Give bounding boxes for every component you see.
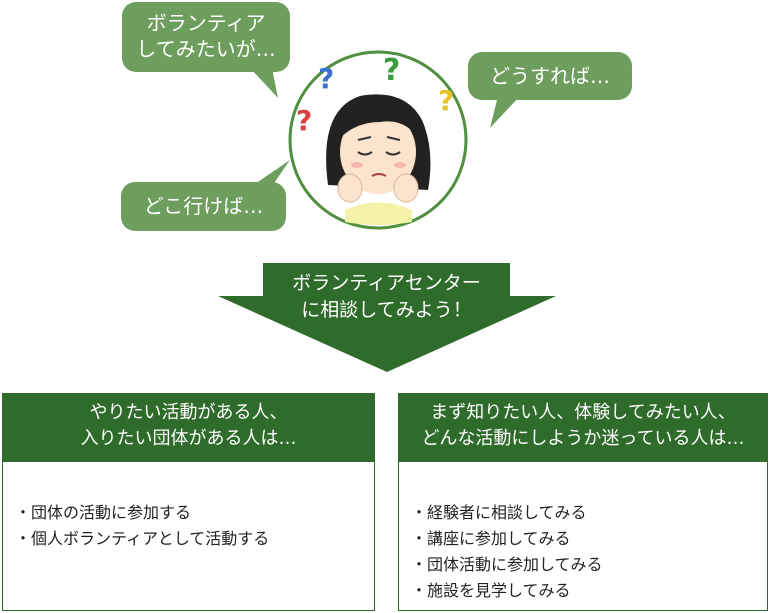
list-item: 講座に参加してみる <box>411 526 603 552</box>
left-panel-header-line-1: やりたい活動がある人、 <box>89 402 288 423</box>
question-mark-red-icon: ? <box>296 104 312 137</box>
right-panel-header: まず知りたい人、体験してみたい人、 どんな活動にしようか迷っている人は… <box>399 394 767 462</box>
main-arrow-text: ボランティアセンター に相談してみよう！ <box>263 270 510 324</box>
right-panel: まず知りたい人、体験してみたい人、 どんな活動にしようか迷っている人は… 経験者… <box>398 393 768 611</box>
left-panel-header: やりたい活動がある人、 入りたい団体がある人は… <box>3 394 374 462</box>
left-panel: やりたい活動がある人、 入りたい団体がある人は… 団体の活動に参加する 個人ボラ… <box>2 393 375 611</box>
speech-bubble-top-left <box>122 2 290 98</box>
left-panel-header-line-2: 入りたい団体がある人は… <box>80 428 297 449</box>
main-arrow-line-1: ボランティアセンター <box>292 272 481 294</box>
question-mark-green-icon: ? <box>383 53 400 88</box>
list-item: 個人ボランティアとして活動する <box>15 526 269 552</box>
bubble-bottom-left-text: どこ行けば… <box>143 194 264 218</box>
right-panel-header-line-2: どんな活動にしようか迷っている人は… <box>421 428 745 449</box>
worried-girl-illustration <box>288 50 468 230</box>
right-panel-list: 経験者に相談してみる 講座に参加してみる 団体活動に参加してみる 施設を見学して… <box>411 500 603 604</box>
list-item: 施設を見学してみる <box>411 578 603 604</box>
question-mark-yellow-icon: ? <box>438 84 454 117</box>
list-item: 経験者に相談してみる <box>411 500 603 526</box>
list-item: 団体活動に参加してみる <box>411 552 603 578</box>
bubble-right-text: どうすれば… <box>490 64 610 88</box>
bubble-top-left-line-2: してみたいが… <box>136 37 276 61</box>
list-item: 団体の活動に参加する <box>15 500 269 526</box>
main-down-arrow <box>218 263 556 372</box>
main-arrow-line-2: に相談してみよう！ <box>301 299 472 321</box>
bubble-top-left-line-1: ボランティア <box>146 11 266 35</box>
question-mark-blue-icon: ? <box>318 62 334 95</box>
right-panel-header-line-1: まず知りたい人、体験してみたい人、 <box>430 402 736 423</box>
bubble-top-left-text: ボランティア してみたいが… <box>122 10 290 62</box>
speech-bubble-right <box>468 52 632 128</box>
speech-bubble-bottom-left <box>121 160 290 231</box>
left-panel-list: 団体の活動に参加する 個人ボランティアとして活動する <box>15 500 269 552</box>
